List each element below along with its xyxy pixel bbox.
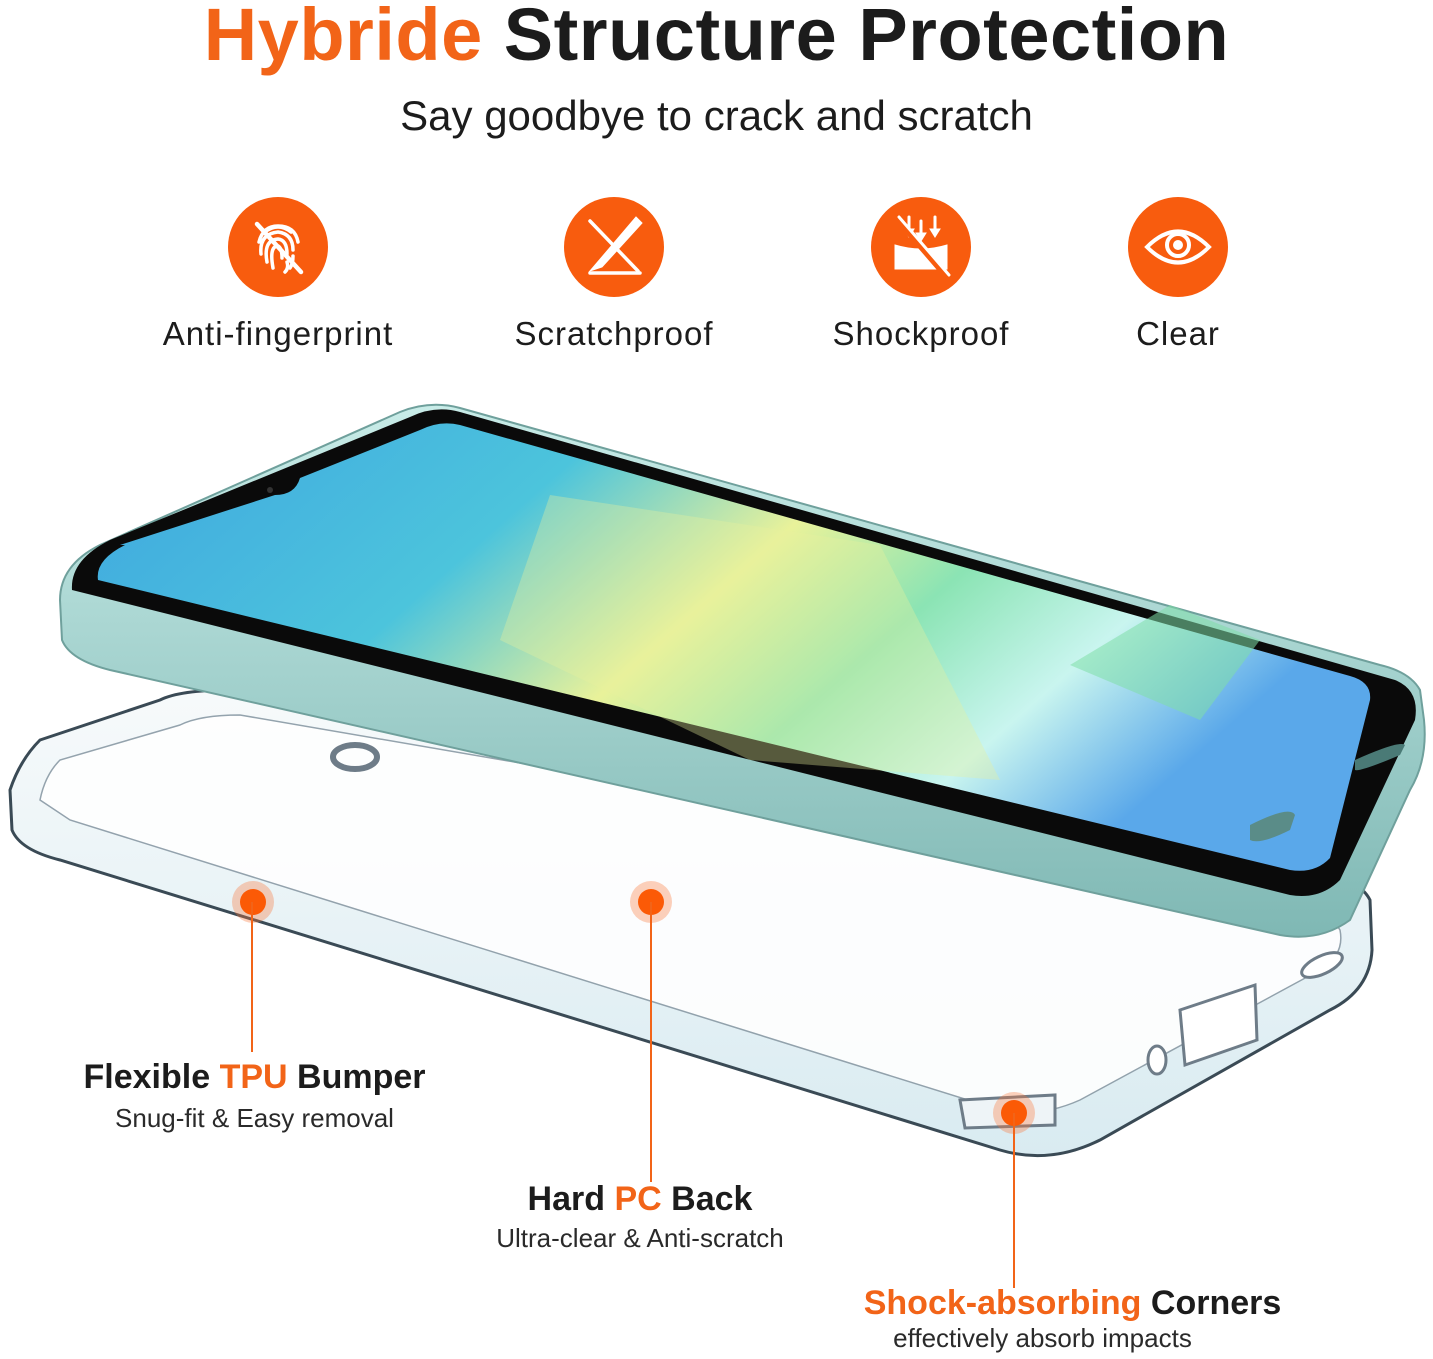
feature-clear: Clear [1048,197,1308,353]
feature-anti-fingerprint: Anti-fingerprint [148,197,408,353]
feature-label: Scratchproof [514,315,714,352]
callout-shock-corners: Shock-absorbing Corners effectively abso… [830,1284,1315,1354]
eye-icon [1128,197,1228,297]
feature-scratchproof: Scratchproof [484,197,744,353]
callout-heading: Flexible TPU Bumper [83,1058,426,1096]
callout-line-tpu [251,902,253,1052]
page-title: Hybride Structure Protection [0,0,1433,77]
feature-shockproof: Shockproof [791,197,1051,353]
impact-arrows-icon [871,197,971,297]
title-highlight: Hybride [203,0,483,76]
knife-scratch-icon [564,197,664,297]
fingerprint-crossed-icon [228,197,328,297]
feature-label: Clear [1136,315,1220,352]
callout-subtext: Snug-fit & Easy removal [115,1103,394,1133]
phone [58,403,1426,938]
title-rest: Structure Protection [482,0,1230,76]
callout-heading: Shock-absorbing Corners [863,1284,1282,1322]
callout-dot-tpu [240,889,266,915]
page-subtitle: Say goodbye to crack and scratch [400,92,1033,139]
phone-case-illustration [8,403,1426,1158]
feature-label: Anti-fingerprint [162,315,394,352]
callout-line-pc [650,902,652,1182]
feature-label: Shockproof [832,315,1010,352]
callout-subtext: effectively absorb impacts [893,1323,1192,1353]
callout-line-corners [1013,1113,1015,1288]
callout-pc-back: Hard PC Back Ultra-clear & Anti-scratch [470,1180,810,1254]
callout-subtext: Ultra-clear & Anti-scratch [496,1223,784,1253]
callout-heading: Hard PC Back [527,1180,753,1218]
callout-tpu-bumper: Flexible TPU Bumper Snug-fit & Easy remo… [82,1058,427,1134]
